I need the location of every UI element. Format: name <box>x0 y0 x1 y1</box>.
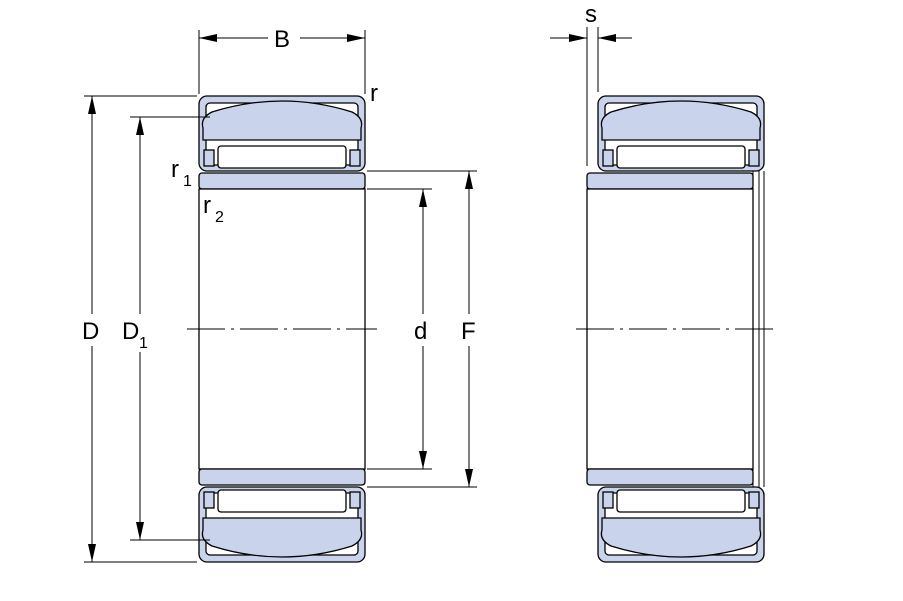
inner-ring-top-right <box>586 172 754 190</box>
right-section-view <box>576 95 777 563</box>
dimension-D1: D 1 <box>122 116 210 541</box>
label-D1: D <box>122 318 139 345</box>
dimension-D: D <box>82 95 197 563</box>
label-B: B <box>274 26 290 53</box>
bore-right <box>586 188 754 470</box>
inner-ring-bottom <box>198 468 366 486</box>
label-d: d <box>414 318 427 345</box>
inner-ring-top <box>198 172 366 190</box>
svg-text:r: r <box>203 192 211 219</box>
svg-text:2: 2 <box>215 209 224 226</box>
inner-ring-bottom-right <box>586 468 754 486</box>
dimension-B: B <box>198 26 366 94</box>
svg-text:1: 1 <box>183 173 192 190</box>
label-r2: r 2 <box>203 192 224 226</box>
label-s: s <box>585 1 597 28</box>
dimension-F: F <box>367 170 477 488</box>
label-r: r <box>370 80 378 107</box>
label-F: F <box>461 318 476 345</box>
roller-top <box>201 100 363 141</box>
label-r1: r 1 <box>171 156 192 190</box>
dimension-d: d <box>367 188 432 470</box>
dimension-s: s <box>550 1 632 166</box>
label-D1-sub: 1 <box>139 335 148 352</box>
label-D: D <box>82 318 99 345</box>
left-section-view <box>187 95 377 563</box>
svg-text:r: r <box>171 156 179 183</box>
